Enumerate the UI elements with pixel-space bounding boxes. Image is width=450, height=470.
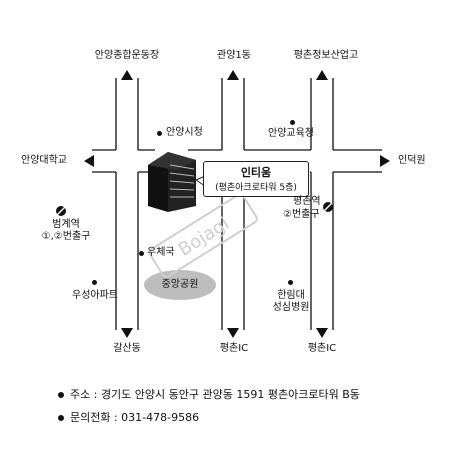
label-right: 인덕원 [398,155,426,166]
label-bottom-mid: 평촌IC [219,343,249,354]
label-hospital-line2: 성심병원 [272,302,310,313]
park-shape [144,270,216,300]
office-name: 인티움 [240,166,272,179]
station-icon-right [323,202,333,212]
label-post-office: 우체국 [147,247,175,258]
label-station-left: 범계역 [52,219,80,230]
station-icon-left [56,206,66,216]
address-line: 주소 : 경기도 안양시 동안구 관양동 1591 평촌아크로타워 B동 [58,386,360,402]
bullet-icon [58,392,64,398]
apartment-marker [92,280,97,285]
label-station-right: 평촌역 [293,196,321,207]
label-left: 안양대학교 [21,155,67,166]
label-top-right: 평촌정보산업고 [293,50,359,61]
city-hall-marker [157,131,162,136]
phone-text: 문의전화 : 031-478-9586 [70,411,200,424]
label-edu-office: 안양교육청 [268,128,314,139]
address-text: 주소 : 경기도 안양시 동안구 관양동 1591 평촌아크로타워 B동 [70,388,360,401]
bullet-icon [58,415,64,421]
label-apartment: 우성아파트 [72,290,118,301]
label-top-left: 안양종합운동장 [94,50,160,61]
office-callout: 인티움 (평촌아크로타워 5층) [203,161,309,197]
label-hospital-line1: 한림대 [277,290,305,301]
label-bottom-left: 갈산동 [113,343,141,354]
label-station-right-exit: ②번출구 [283,209,320,220]
edu-office-marker [290,120,295,125]
label-park: 중앙공원 [161,279,199,290]
road-network [92,78,382,330]
label-city-hall: 안양시청 [166,127,203,138]
post-office-marker [139,251,144,256]
office-sub: (평촌아크로타워 5층) [215,183,297,193]
label-station-left-exit: ①,②번출구 [41,231,91,242]
label-top-mid: 관양1동 [217,50,251,61]
phone-line: 문의전화 : 031-478-9586 [58,409,199,425]
building-icon [148,152,196,212]
label-bottom-right: 평촌IC [307,343,337,354]
road-arrows [84,70,390,338]
hospital-marker [288,280,293,285]
